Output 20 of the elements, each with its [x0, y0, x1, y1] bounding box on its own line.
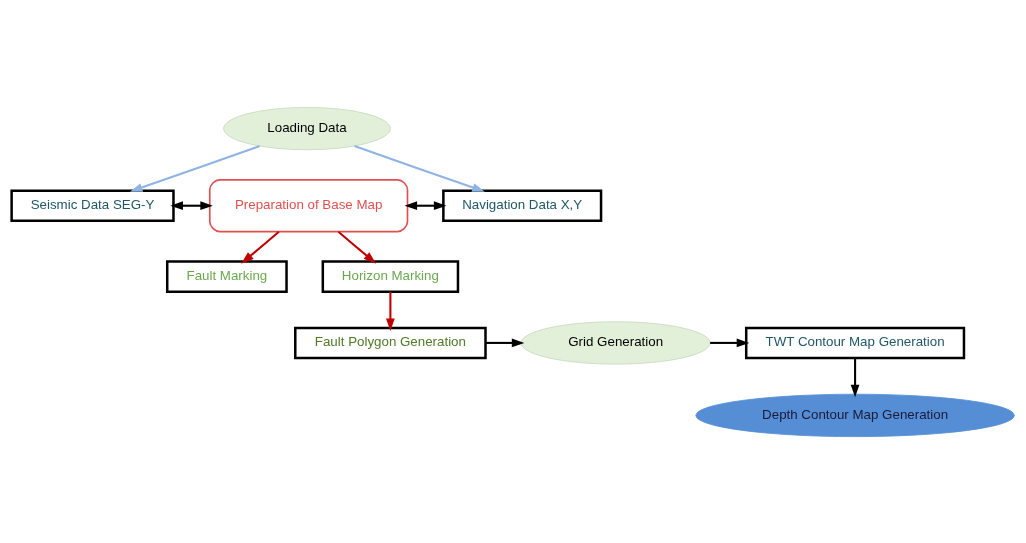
arrow [129, 144, 260, 192]
arrow [386, 291, 395, 331]
node-box: TWT Contour Map Generation [744, 326, 966, 359]
arrow [354, 144, 485, 192]
node-box: Horizon Marking [321, 259, 460, 293]
node-ellipse: Grid Generation [520, 320, 711, 365]
arrow [404, 200, 447, 210]
node-box: Navigation Data X,Y [442, 188, 603, 222]
arrow [337, 230, 377, 264]
arrow [485, 338, 525, 347]
arrow [850, 357, 860, 397]
node-box: Fault Marking [165, 259, 288, 293]
node-ellipse: Depth Contour Map Generation [695, 393, 1015, 437]
node-box: Preparation of Base Map [208, 178, 409, 232]
node-box: Seismic Data SEG-Y [10, 188, 175, 222]
arrow [241, 230, 280, 264]
node-box: Fault Polygon Generation [294, 326, 487, 359]
arrow [170, 200, 213, 210]
arrow [710, 338, 750, 347]
node-ellipse: Loading Data [223, 106, 391, 150]
